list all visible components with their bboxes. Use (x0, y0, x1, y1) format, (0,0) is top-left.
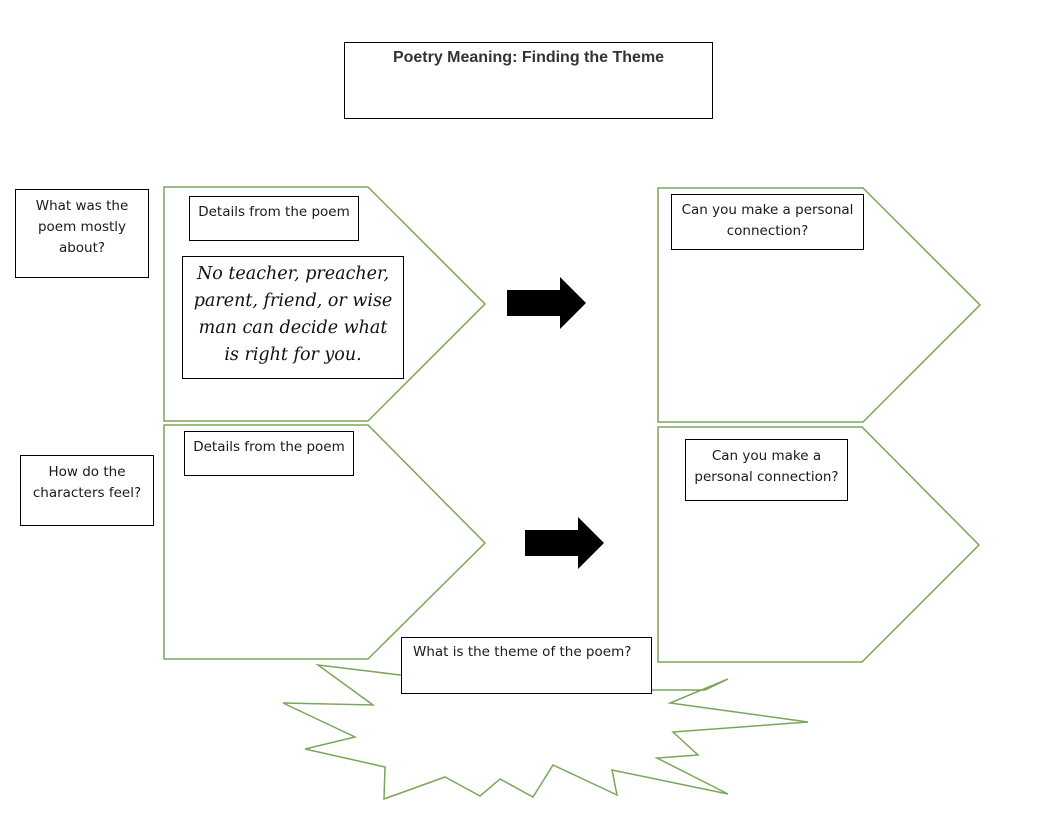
connection-label: Can you make a personal connection? (681, 202, 854, 239)
page-title: Poetry Meaning: Finding the Theme (392, 49, 665, 66)
question-label: How do the characters feel? (32, 464, 142, 501)
theme-starburst-shape (282, 663, 809, 801)
title-box: Poetry Meaning: Finding the Theme (344, 42, 713, 119)
question-label: What was the poem mostly about? (35, 198, 129, 256)
details-pentagon-2 (163, 424, 487, 660)
theme-box[interactable]: What is the theme of the poem? (401, 637, 652, 694)
details-quote: No teacher, preacher, parent, friend, or… (193, 264, 393, 365)
question-box-feelings[interactable]: How do the characters feel? (20, 455, 154, 526)
details-label-box[interactable]: Details from the poem (184, 431, 354, 476)
connection-label: Can you make a personal connection? (694, 448, 839, 485)
connection-label-box[interactable]: Can you make a personal connection? (671, 194, 864, 250)
connection-label-box[interactable]: Can you make a personal connection? (685, 439, 848, 501)
theme-label: What is the theme of the poem? (413, 644, 632, 660)
details-label: Details from the poem (193, 439, 345, 455)
right-arrow-icon (507, 277, 586, 329)
question-box-main-idea[interactable]: What was the poem mostly about? (15, 189, 149, 278)
details-quote-box[interactable]: No teacher, preacher, parent, friend, or… (182, 256, 404, 379)
details-label-box[interactable]: Details from the poem (189, 196, 359, 241)
details-label: Details from the poem (198, 204, 350, 220)
right-arrow-icon (525, 517, 604, 569)
